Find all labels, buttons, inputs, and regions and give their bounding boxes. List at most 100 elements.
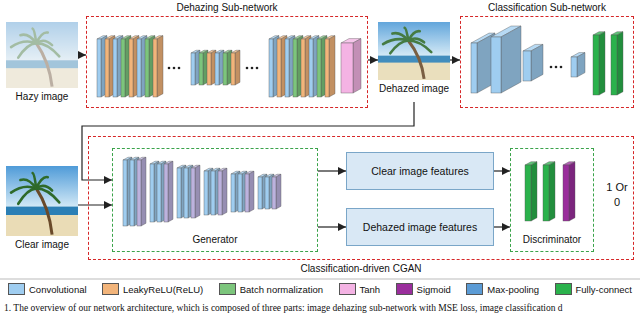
layer-side [249, 171, 254, 212]
layer-front [525, 165, 531, 221]
arrow-connector [318, 170, 346, 171]
layer-front [157, 164, 161, 222]
layer-front [191, 53, 195, 85]
layer-front [238, 174, 242, 212]
layer-side [501, 26, 521, 93]
arrow-connector [494, 170, 510, 171]
photo [6, 166, 78, 236]
layer-front [563, 165, 569, 221]
haze [378, 22, 450, 80]
legend-swatch [219, 283, 236, 295]
layer-front [272, 177, 276, 209]
dashed-frame [86, 16, 368, 108]
layer-front [231, 174, 235, 212]
ellipsis-dot [246, 67, 249, 70]
arrow-connector [494, 226, 510, 227]
layer-front [571, 57, 577, 77]
palm-frond [36, 188, 59, 202]
layer-front [341, 43, 353, 93]
ellipsis-dot [560, 66, 563, 69]
layer-front [121, 39, 125, 97]
section-title: Classification-driven CGAN [88, 263, 634, 275]
ellipsis-dot [178, 67, 181, 70]
layer-side [531, 162, 537, 221]
legend-text: Convolutional [29, 284, 87, 295]
layer-side [168, 161, 173, 222]
layer-front [215, 53, 219, 85]
legend-swatch [555, 283, 572, 295]
figure-caption: 1. The overview of our network architect… [4, 302, 563, 314]
layer-side [599, 32, 605, 95]
section-title: Classification Sub-network [460, 2, 634, 15]
layer-front [265, 177, 269, 209]
layer-front [325, 39, 329, 97]
section-title: Dehazing Sub-network [86, 2, 368, 15]
arrow-connector [318, 226, 346, 227]
generator-box: Generator [112, 148, 318, 252]
legend-text: Tanh [360, 284, 381, 295]
ellipsis-dot [168, 67, 171, 70]
layer-front [199, 53, 203, 85]
layer-front [317, 39, 321, 97]
photo [6, 22, 78, 88]
palm-frond [20, 179, 36, 188]
separator-line [0, 279, 640, 280]
legend-text: Max-pooling [487, 284, 539, 295]
layer-stack [461, 17, 633, 107]
layer-front [543, 165, 549, 221]
legend-text: Fully-connect [576, 284, 633, 295]
cgan-box: Classification-driven CGAN Generator Clear… [88, 136, 634, 276]
feature-box: Dehazed image features [346, 208, 494, 246]
layer-front [309, 39, 313, 97]
box-label: Clear image features [371, 165, 468, 178]
sand [6, 215, 78, 236]
layer-front [245, 174, 249, 212]
layer-front [301, 39, 305, 97]
legend-text: Sigmoid [417, 284, 451, 295]
image-label: Hazy image [6, 91, 78, 103]
image-label: Clear image [6, 239, 78, 251]
layer-side [235, 50, 240, 85]
layer-front [293, 39, 297, 97]
layer-side [577, 53, 585, 77]
layer-front [123, 160, 127, 226]
layer-front [491, 37, 501, 93]
layer-side [353, 39, 361, 93]
arrow-connector [450, 59, 460, 60]
layer-front [207, 53, 211, 85]
haze [6, 22, 78, 88]
photo [378, 22, 450, 80]
layer-front [223, 53, 227, 85]
legend-swatch [466, 283, 483, 295]
ellipsis-dot [251, 67, 254, 70]
dashed-frame [460, 16, 634, 108]
palm-frond [36, 177, 48, 188]
layer-front [231, 53, 235, 85]
layer-front [113, 39, 117, 97]
layer-front [611, 35, 617, 95]
layer-side [157, 36, 163, 97]
legend-item: Max-pooling [466, 283, 539, 295]
legend-text: Batch normalization [240, 284, 323, 295]
layer-front [153, 39, 157, 97]
legend-swatch [339, 283, 356, 295]
layer-front [97, 39, 101, 97]
layer-front [204, 171, 208, 215]
subnetwork-box: Classification Sub-network [460, 2, 634, 108]
layer-front [211, 171, 215, 215]
feature-box: Clear image features [346, 152, 494, 190]
layer-front [285, 39, 289, 97]
layer-front [258, 177, 262, 209]
legend-swatch [8, 283, 25, 295]
discriminator-box: Discriminator [510, 148, 594, 252]
layer-side [531, 44, 543, 81]
layer-front [164, 164, 168, 222]
legend-item: LeakyReLU(ReLU) [102, 283, 203, 295]
layer-front [105, 39, 109, 97]
layer-front [150, 164, 154, 222]
arrow-connector [368, 59, 378, 60]
layer-side [222, 168, 227, 215]
layer-front [145, 39, 149, 97]
image-node: Hazy image [6, 22, 78, 114]
